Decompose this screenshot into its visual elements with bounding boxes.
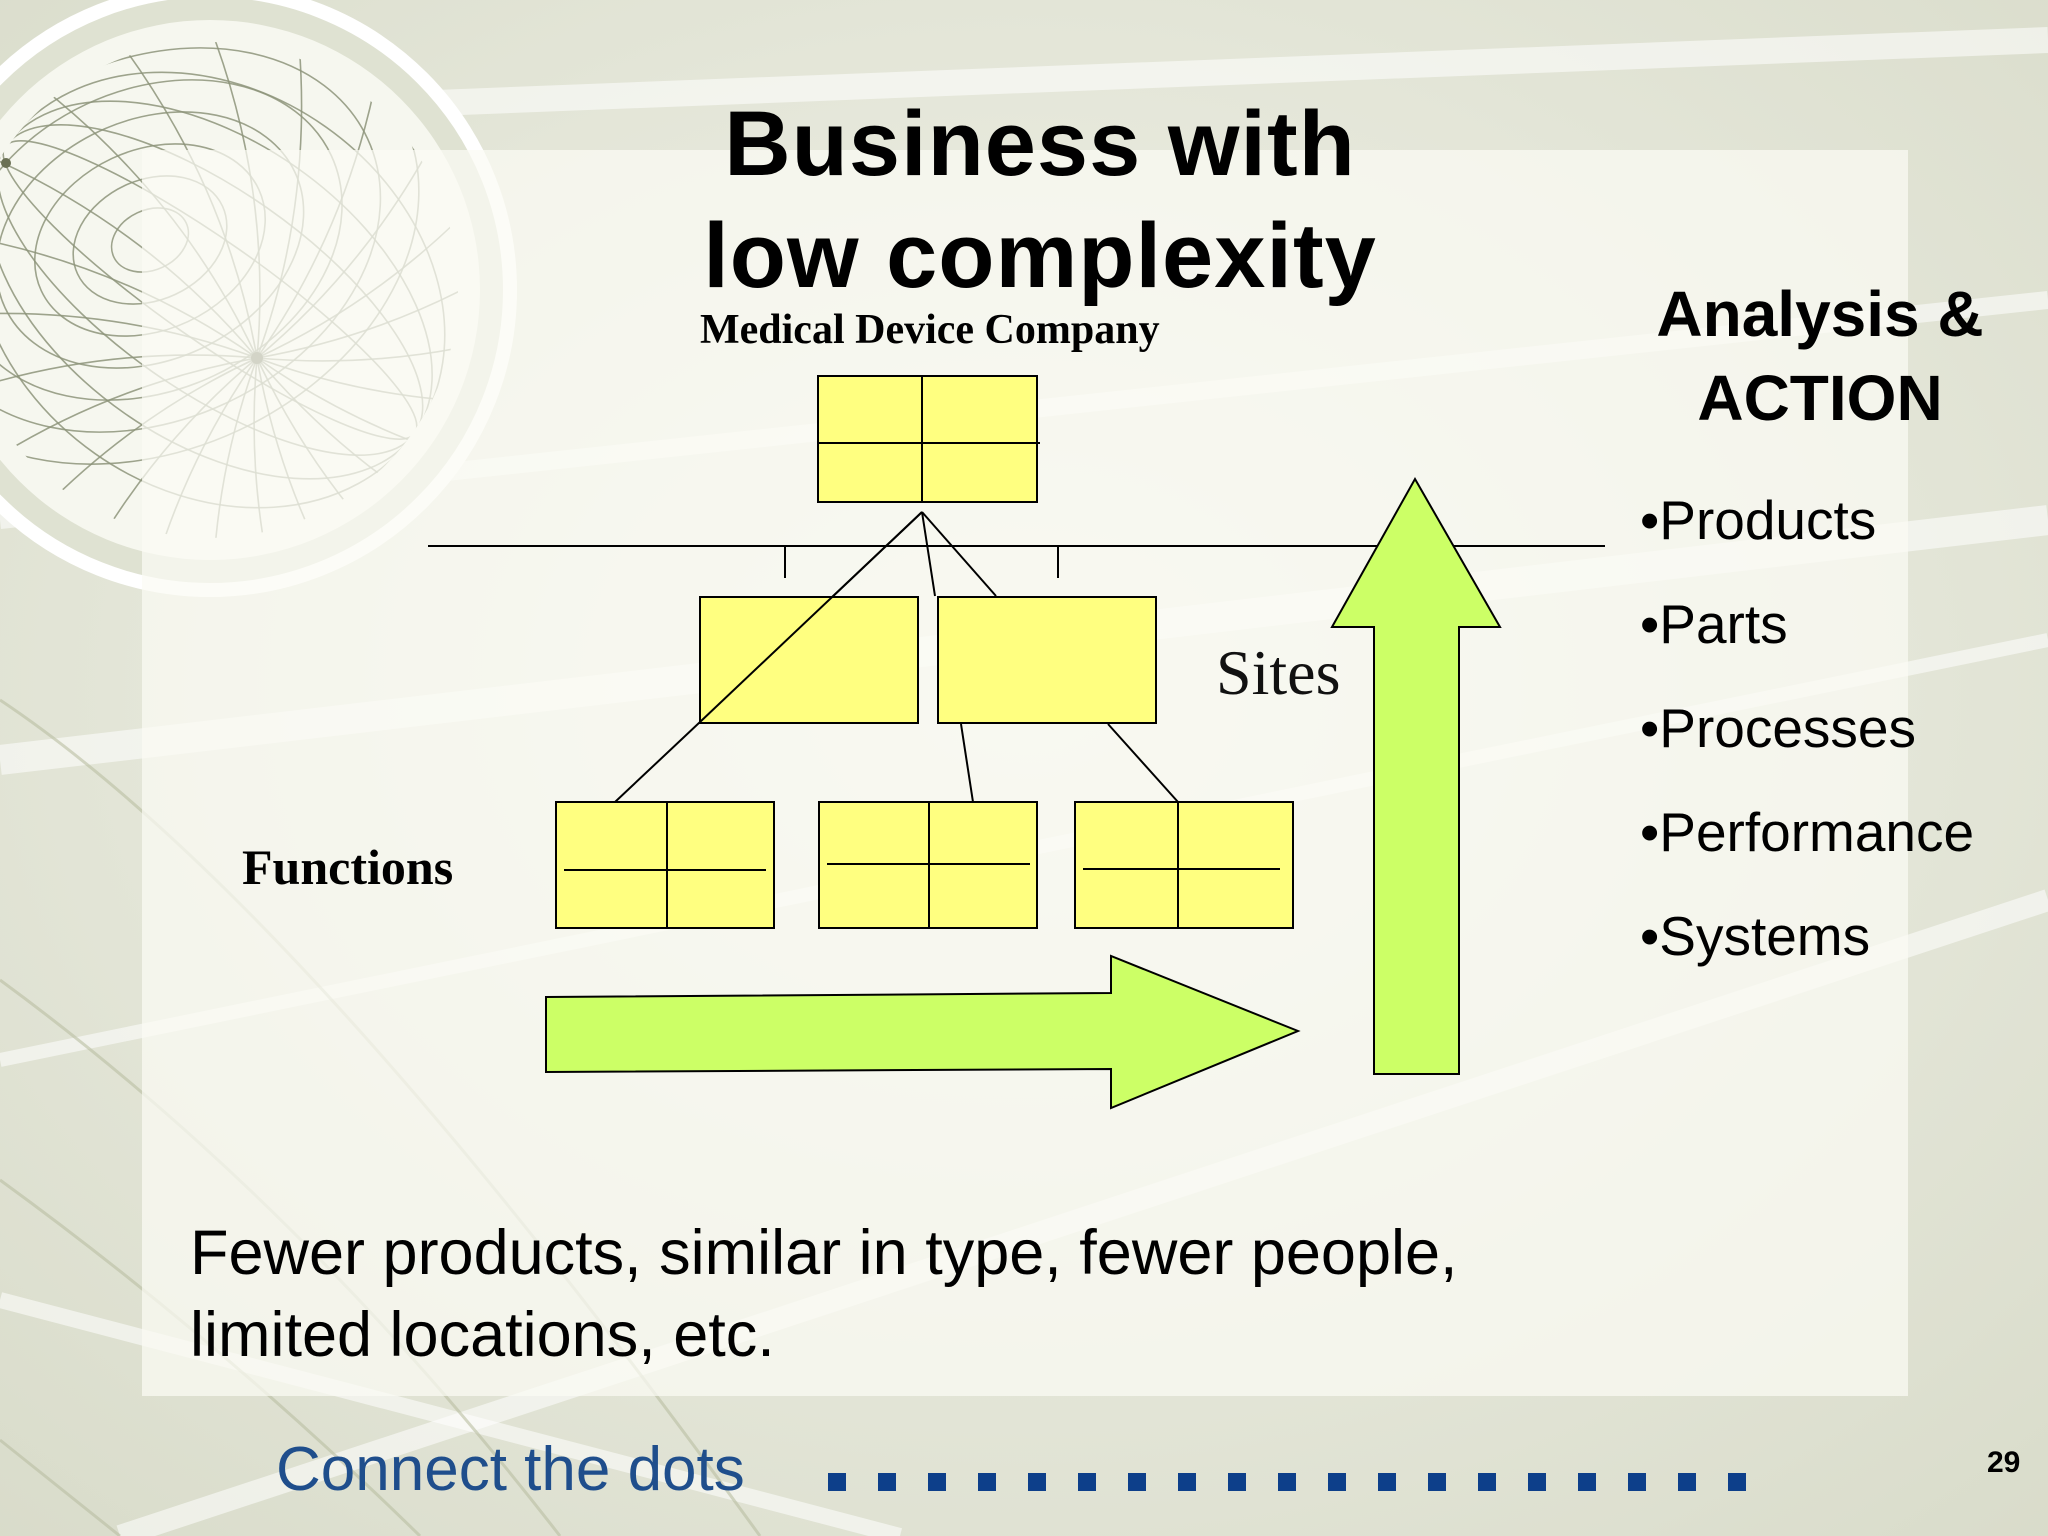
summary-text: Fewer products, similar in type, fewer p… [190, 1212, 1690, 1376]
slide-title: Business with low complexity [560, 88, 1520, 312]
company-label: Medical Device Company [700, 307, 1160, 353]
footer-text: Connect the dots [276, 1435, 745, 1504]
footer-dot [1378, 1473, 1396, 1491]
footer-dot [1028, 1473, 1046, 1491]
summary-line-2: limited locations, etc. [190, 1300, 775, 1370]
analysis-heading-line-1: Analysis & [1656, 278, 1984, 350]
footer-dot [1528, 1473, 1546, 1491]
function-box-1 [555, 801, 775, 929]
analysis-item-processes: •Processes [1640, 697, 1917, 759]
site-box-2 [937, 596, 1157, 724]
company-box [817, 375, 1040, 503]
footer-dot [1178, 1473, 1196, 1491]
function-box-3 [1074, 801, 1294, 929]
analysis-item-parts: •Parts [1640, 593, 1788, 655]
analysis-heading-line-2: ACTION [1697, 362, 1943, 434]
slide-title-line-1: Business with [724, 93, 1356, 195]
analysis-item-systems: •Systems [1640, 905, 1871, 967]
footer-dot [1728, 1473, 1746, 1491]
analysis-item-performance: •Performance [1640, 801, 1975, 863]
analysis-heading: Analysis & ACTION [1620, 272, 2020, 440]
sites-label: Sites [1216, 637, 1341, 708]
footer-dot [1228, 1473, 1246, 1491]
functions-label: Functions [242, 839, 454, 895]
function-box-2 [818, 801, 1038, 929]
page-number: 29 [1987, 1446, 2021, 1479]
site-box-1 [699, 596, 919, 724]
footer-dot [1078, 1473, 1096, 1491]
footer-dot [1628, 1473, 1646, 1491]
footer-dots [828, 1473, 1746, 1491]
functions-arrow-icon [545, 954, 1301, 1110]
footer-dot [1678, 1473, 1696, 1491]
footer-dot [828, 1473, 846, 1491]
analysis-item-products: •Products [1640, 489, 1877, 551]
footer-dot [1128, 1473, 1146, 1491]
footer-dot [1578, 1473, 1596, 1491]
footer-dot [928, 1473, 946, 1491]
footer-dot [878, 1473, 896, 1491]
footer-dot [1278, 1473, 1296, 1491]
footer-dot [1328, 1473, 1346, 1491]
sites-arrow-icon [1330, 476, 1502, 1075]
slide-title-line-2: low complexity [703, 205, 1377, 307]
footer-dot [978, 1473, 996, 1491]
footer-dot [1478, 1473, 1496, 1491]
analysis-list: •Products •Parts •Processes •Performance… [1640, 468, 1974, 988]
footer-dot [1428, 1473, 1446, 1491]
summary-line-1: Fewer products, similar in type, fewer p… [190, 1218, 1458, 1288]
